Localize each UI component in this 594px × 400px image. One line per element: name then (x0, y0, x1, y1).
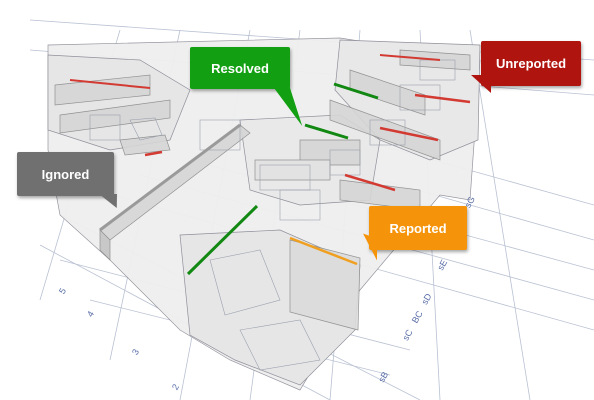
unreported-callout-label: Unreported (495, 56, 567, 71)
unreported-edge-4 (69, 79, 151, 89)
reported-callout-label: Reported (389, 220, 447, 236)
unreported-edge-5 (144, 150, 163, 157)
resolved-edge-lower (186, 204, 259, 276)
reported-callout-pointer (363, 233, 377, 261)
unreported-edge-1 (414, 93, 471, 104)
ignored-callout[interactable]: Ignored (17, 152, 129, 208)
reported-edge (289, 236, 358, 266)
unreported-callout[interactable]: Unreported (471, 41, 581, 93)
resolved-callout-label: Resolved (211, 60, 269, 76)
walls (54, 49, 471, 331)
unreported-edge-3 (344, 173, 396, 192)
resolved-callout[interactable]: Resolved (190, 47, 311, 126)
resolved-edge-middle (304, 123, 349, 140)
resolved-edge-upper (333, 82, 379, 100)
room-outlines (89, 59, 456, 371)
ignored-edge (99, 123, 241, 232)
unreported-callout-pointer (471, 75, 491, 93)
unreported-edge-6 (379, 54, 441, 61)
ignored-callout-label: Ignored (41, 166, 90, 182)
reported-callout[interactable]: Reported (363, 206, 467, 261)
issue-edges (69, 54, 471, 276)
unreported-edge-2 (379, 126, 439, 142)
